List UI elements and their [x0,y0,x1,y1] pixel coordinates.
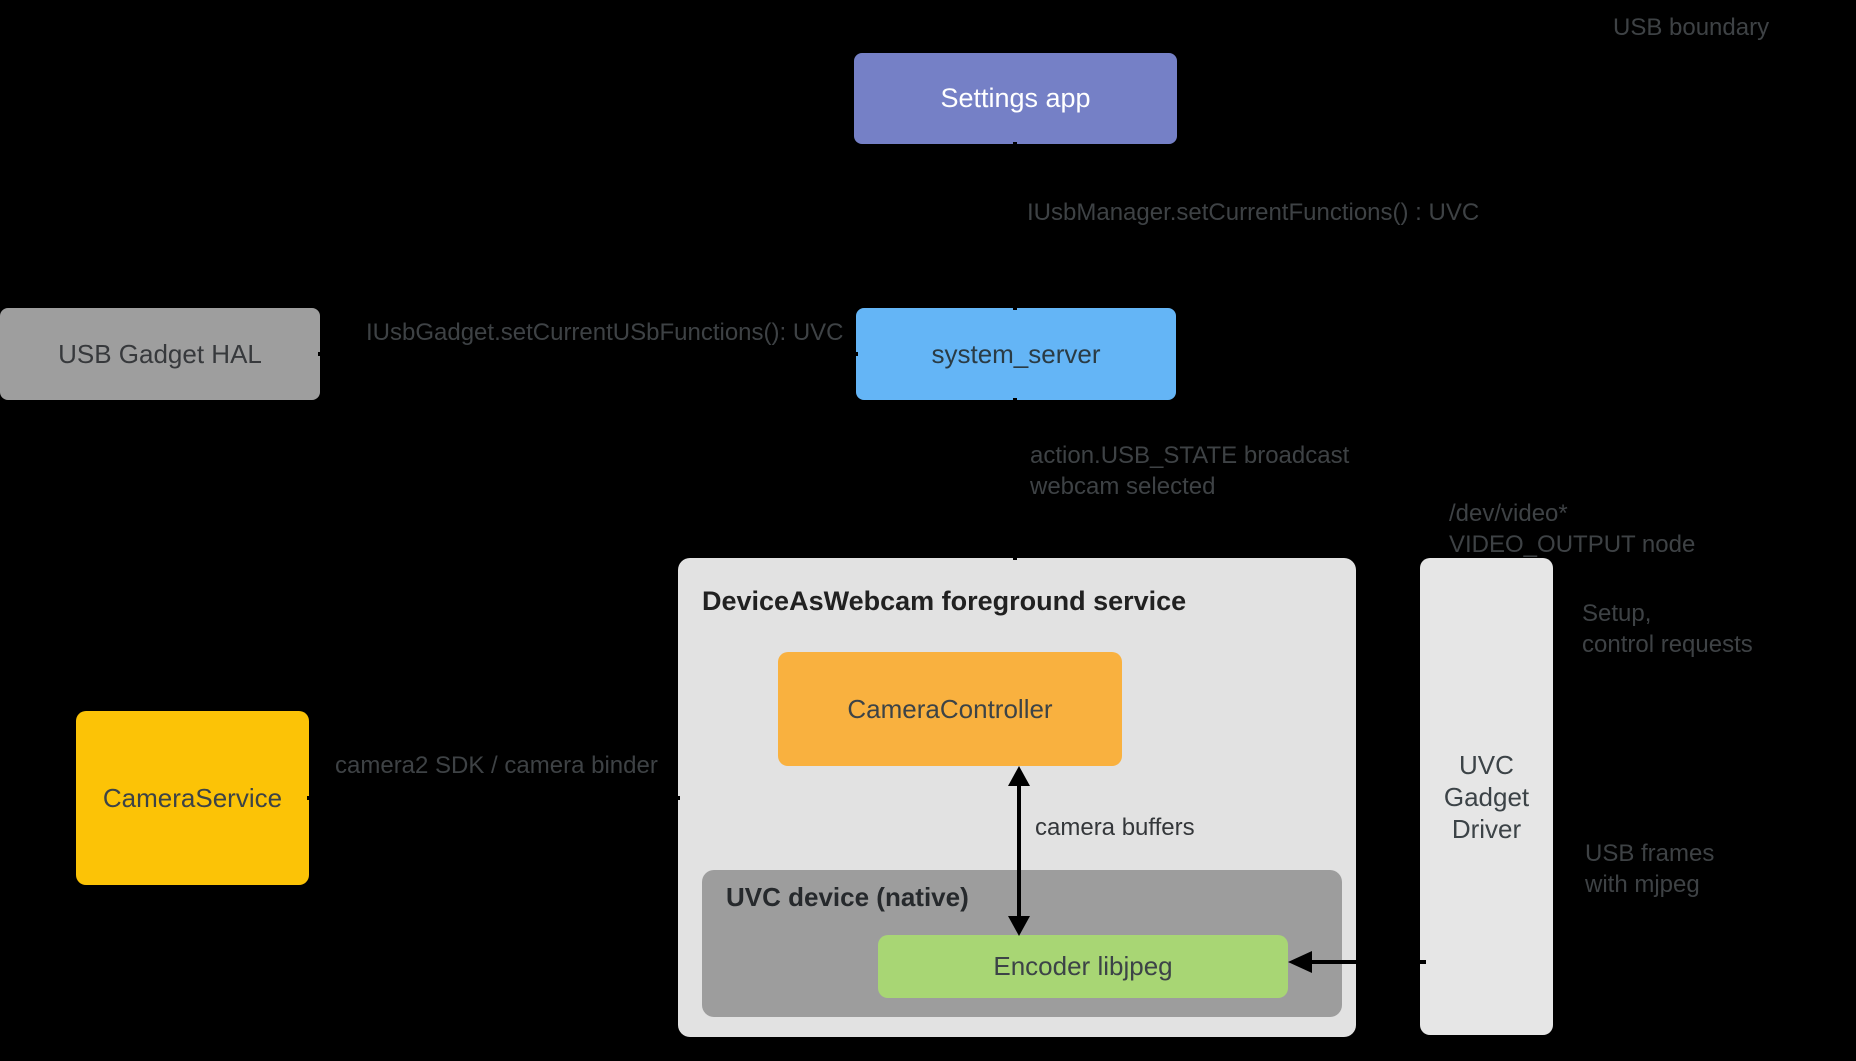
system-server-box: system_server [856,308,1176,400]
camera2-sdk-binder-label: camera2 SDK / camera binder [335,752,658,779]
encoder-libjpeg-label: Encoder libjpeg [993,951,1173,981]
system-server-to-hal-connector [318,352,858,356]
camera-buffers-arrow-line [1017,784,1021,916]
settings-app-box: Settings app [854,53,1177,144]
camera-controller-label: CameraController [847,693,1053,724]
camera-buffers-label: camera buffers [1035,814,1195,841]
usb-gadget-hal-box: USB Gadget HAL [0,308,320,400]
encoder-libjpeg-box: Encoder libjpeg [878,935,1288,998]
daw-foreground-service-title: DeviceAsWebcam foreground service [702,586,1187,616]
setup-control-requests-label: Setup, control requests [1582,600,1753,658]
action-usb-state-label: action.USB_STATE broadcast webcam select… [1030,442,1350,500]
arrow-left-icon [1288,951,1312,973]
usb-gadget-hal-label: USB Gadget HAL [58,338,262,369]
driver-to-encoder-arrow-line [1310,960,1426,964]
iusbmanager-call-label: IUsbManager.setCurrentFunctions() : UVC [1027,199,1480,226]
dev-video-node-label: /dev/video* VIDEO_OUTPUT node [1449,500,1696,558]
system-server-to-daw-connector [1013,398,1017,560]
settings-to-system-server-connector [1013,142,1017,310]
arrow-up-icon [1008,766,1030,786]
iusbgadget-call-label: IUsbGadget.setCurrentUSbFunctions(): UVC [366,319,844,346]
arrow-down-icon [1008,916,1030,936]
camera-service-to-daw-connector [307,796,680,800]
usb-boundary-label: USB boundary [1613,14,1770,41]
camera-service-box: CameraService [76,711,309,885]
camera-controller-box: CameraController [778,652,1122,766]
uvc-device-native-title: UVC device (native) [726,882,969,912]
camera-service-label: CameraService [102,782,283,813]
uvc-gadget-driver-label: UVC Gadget Driver [1443,749,1530,844]
usb-frames-mjpeg-label: USB frames with mjpeg [1585,840,1715,898]
settings-app-label: Settings app [940,83,1091,113]
uvc-gadget-driver-box: UVC Gadget Driver [1420,558,1553,1035]
system-server-label: system_server [931,338,1101,369]
